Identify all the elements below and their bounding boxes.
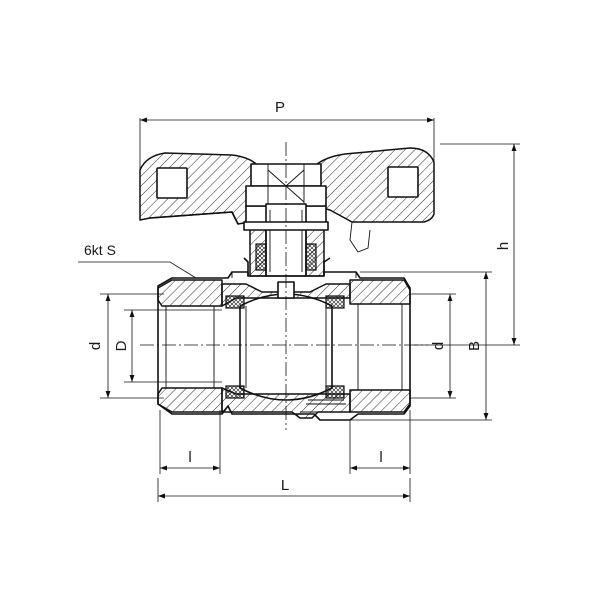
label-L: L	[281, 477, 289, 494]
label-D: D	[113, 340, 130, 351]
label-d-left: d	[87, 342, 104, 350]
stem-assembly	[243, 163, 331, 277]
label-hex-6kt-s: 6kt S	[84, 242, 116, 258]
dimension-lines	[78, 117, 520, 502]
center-lines	[140, 142, 428, 430]
label-B: B	[466, 341, 483, 351]
butterfly-handle	[139, 147, 435, 253]
dimension-labels: P h 6kt S d D d B l l L	[84, 99, 512, 494]
label-h: h	[495, 242, 512, 250]
label-l-right: l	[379, 449, 382, 466]
label-d-right: d	[430, 342, 447, 350]
valve-body	[157, 271, 411, 421]
label-l-left: l	[188, 449, 191, 466]
label-P: P	[275, 99, 285, 116]
